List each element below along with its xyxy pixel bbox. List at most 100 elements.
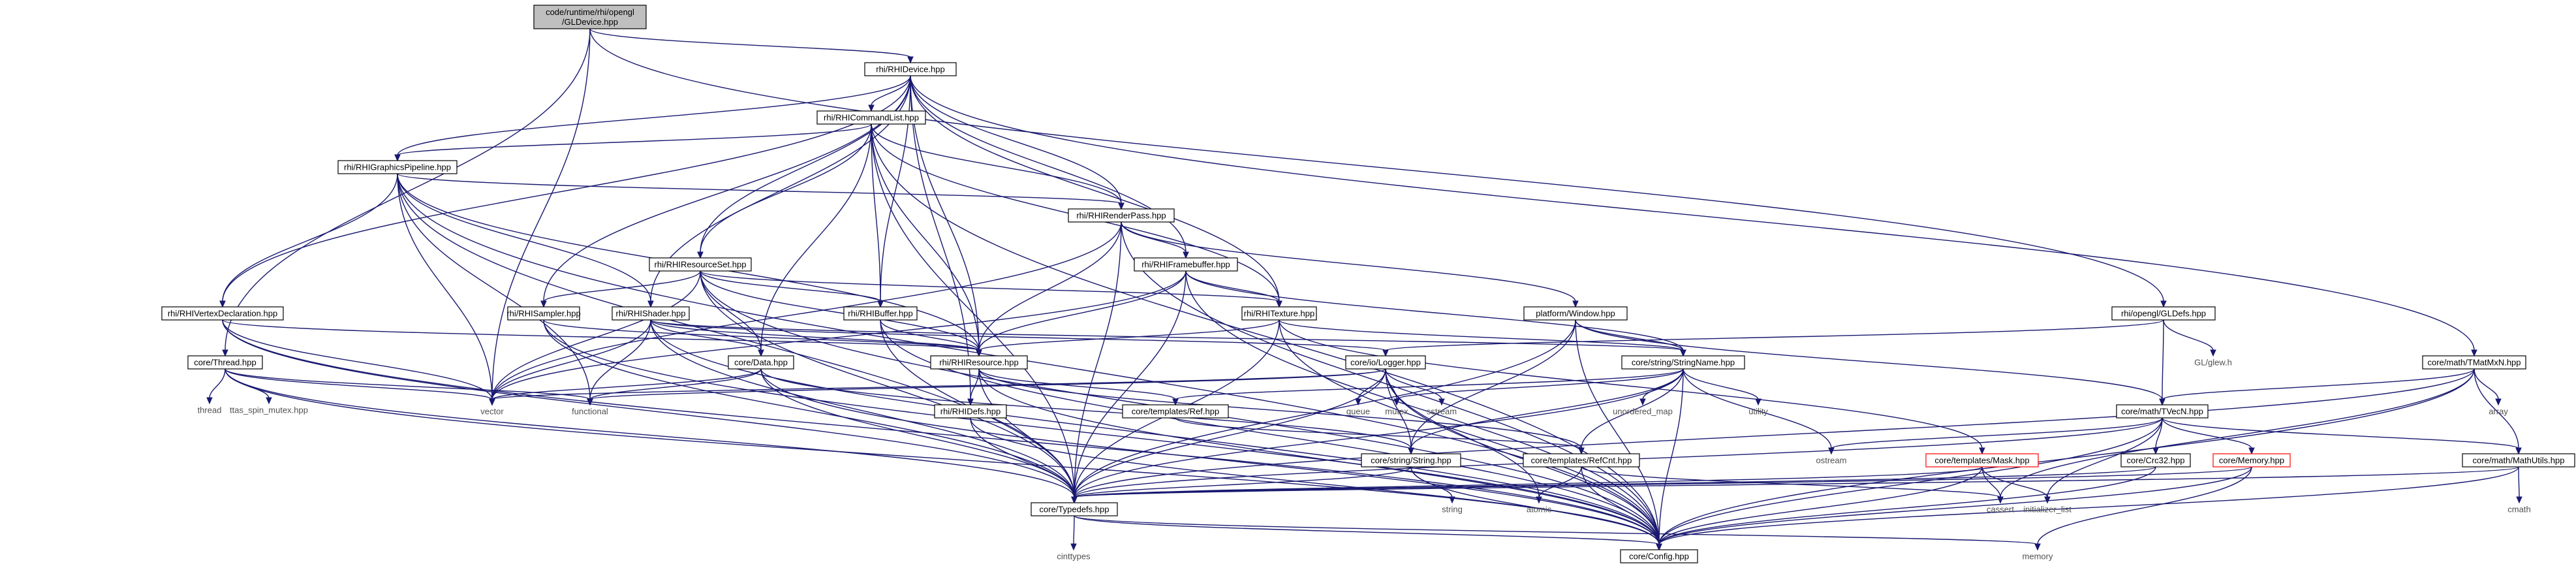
node-box (1523, 453, 1640, 467)
edge-n15-s3 (491, 368, 762, 400)
node-box (161, 306, 284, 321)
system-header-node: GL/glew.h (2194, 358, 2232, 368)
node-label: rhi/RHITexture.hpp (1244, 309, 1314, 319)
edge-n5-n16 (700, 270, 980, 351)
arrowhead (967, 398, 974, 406)
header-file-node[interactable]: core/Typedefs.hpp (1031, 502, 1118, 516)
system-header-node: functional (572, 407, 608, 417)
header-file-node[interactable]: core/Config.hpp (1620, 549, 1698, 563)
node-label: ostream (1816, 456, 1847, 466)
arrowhead (489, 398, 495, 406)
edge-n6-n16 (978, 270, 1187, 351)
node-box (2111, 306, 2216, 321)
header-file-node[interactable]: rhi/RHIBuffer.hpp (843, 306, 918, 321)
node-box (533, 5, 647, 29)
header-file-node[interactable]: rhi/RHITexture.hpp (1241, 306, 1317, 321)
edge-n27-s19 (2037, 466, 2252, 545)
edge-n2-n29 (871, 123, 1075, 498)
header-file-node[interactable]: core/Data.hpp (728, 355, 794, 370)
arrowhead (2471, 349, 2477, 357)
edge-n8-n30 (543, 319, 1660, 545)
node-box (1523, 306, 1628, 321)
header-file-node[interactable]: rhi/RHISampler.hpp (506, 306, 581, 321)
node-box (187, 355, 263, 370)
node-box (1345, 355, 1426, 370)
edge-n4-n16 (978, 221, 1122, 351)
header-file-node[interactable]: rhi/RHIResource.hpp (930, 355, 1028, 370)
system-header-node: ostream (1816, 456, 1847, 466)
header-file-node[interactable]: core/templates/Mask.hpp (1925, 453, 2039, 467)
node-box (507, 306, 580, 321)
edge-n3-n30 (397, 173, 1660, 545)
header-file-node[interactable]: rhi/RHIFramebuffer.hpp (1134, 257, 1238, 272)
header-file-node[interactable]: core/math/MathUtils.hpp (2462, 453, 2575, 467)
arrowhead (907, 56, 914, 64)
edge-n9-n15 (650, 319, 762, 351)
edge-n1-n19 (910, 75, 2475, 351)
system-header-node: cassert (1987, 505, 2014, 515)
arrowhead (1639, 398, 1646, 406)
edge-n8-n16 (543, 319, 980, 351)
arrowhead (1536, 496, 1542, 504)
edge-n15-n29 (760, 368, 1075, 498)
node-label: atomic (1527, 505, 1552, 515)
header-file-node[interactable]: rhi/RHIGraphicsPipeline.hpp (337, 160, 458, 174)
edge-n20-n27 (2162, 417, 2252, 449)
header-file-node[interactable]: rhi/RHIShader.hpp (612, 306, 690, 321)
header-file-node[interactable]: rhi/RHIDefs.hpp (934, 404, 1007, 419)
header-file-node[interactable]: rhi/opengl/GLDefs.hpp (2111, 306, 2216, 321)
arrowhead (587, 398, 593, 406)
arrowhead (2516, 496, 2522, 504)
header-file-node[interactable]: core/math/TMatMxN.hpp (2422, 355, 2526, 370)
edge-n0-n1 (589, 28, 911, 58)
node-label: rhi/RHISampler.hpp (506, 309, 580, 319)
header-file-node[interactable]: core/io/Logger.hpp (1345, 355, 1426, 370)
node-box (934, 404, 1007, 419)
arrowhead (2159, 398, 2165, 406)
edge-n24-s15 (1538, 466, 1582, 498)
edge-n14-s1 (209, 368, 226, 399)
edge-n22-n29 (970, 417, 1075, 498)
header-file-node[interactable]: core/math/TVecN.hpp (2116, 404, 2209, 419)
node-label: memory (2023, 552, 2053, 562)
edge-n4-n6 (1121, 221, 1187, 253)
header-file-node[interactable]: rhi/RHIDevice.hpp (864, 62, 957, 76)
node-label: rhi/RHIResource.hpp (939, 358, 1018, 368)
edge-n20-s17 (2047, 417, 2163, 498)
node-label: vector (480, 407, 504, 417)
arrowhead (697, 251, 704, 259)
header-file-node[interactable]: core/Crc32.hpp (2120, 453, 2191, 467)
header-file-node[interactable]: rhi/RHIVertexDeclaration.hpp (161, 306, 284, 321)
edge-n18-s9 (1683, 368, 1759, 400)
system-header-node: mutex (1385, 407, 1408, 417)
header-file-node[interactable]: core/Memory.hpp (2212, 453, 2291, 467)
edge-n3-s4 (397, 173, 591, 400)
edge-n9-n18 (650, 319, 1684, 351)
arrowhead (1578, 447, 1585, 455)
node-label: cassert (1987, 505, 2014, 515)
header-file-node[interactable]: core/templates/Ref.hpp (1122, 404, 1229, 419)
header-file-node[interactable]: rhi/RHICommandList.hpp (816, 110, 926, 125)
header-file-node[interactable]: core/string/String.hpp (1361, 453, 1461, 467)
header-file-node[interactable]: core/Thread.hpp (187, 355, 263, 370)
edge-n17-n29 (1074, 368, 1386, 498)
node-label: GL/glew.h (2194, 358, 2232, 368)
node-label: core/io/Logger.hpp (1350, 358, 1421, 368)
node-label: core/Memory.hpp (2219, 456, 2284, 466)
header-file-node[interactable]: rhi/RHIResourceSet.hpp (649, 257, 752, 272)
header-file-node[interactable]: core/templates/RefCnt.hpp (1523, 453, 1640, 467)
edge-n2-n15 (760, 123, 872, 351)
header-file-node[interactable]: platform/Window.hpp (1523, 306, 1628, 321)
edge-n19-s11 (2474, 368, 2499, 400)
node-box (728, 355, 794, 370)
arrowhead (1408, 447, 1414, 455)
edge-n12-n20 (1575, 319, 2163, 400)
node-label: unordered_map (1613, 407, 1673, 417)
header-file-node[interactable]: core/string/StringName.hpp (1621, 355, 1745, 370)
edge-n19-n28 (2474, 368, 2519, 449)
edge-n2-n4 (871, 123, 1122, 204)
edge-n6-n30 (1185, 270, 1660, 545)
header-file-node[interactable]: rhi/RHIRenderPass.hpp (1068, 208, 1175, 223)
system-header-node: ttas_spin_mutex.hpp (230, 405, 308, 415)
node-label: rhi/RHIFramebuffer.hpp (1141, 260, 1230, 270)
